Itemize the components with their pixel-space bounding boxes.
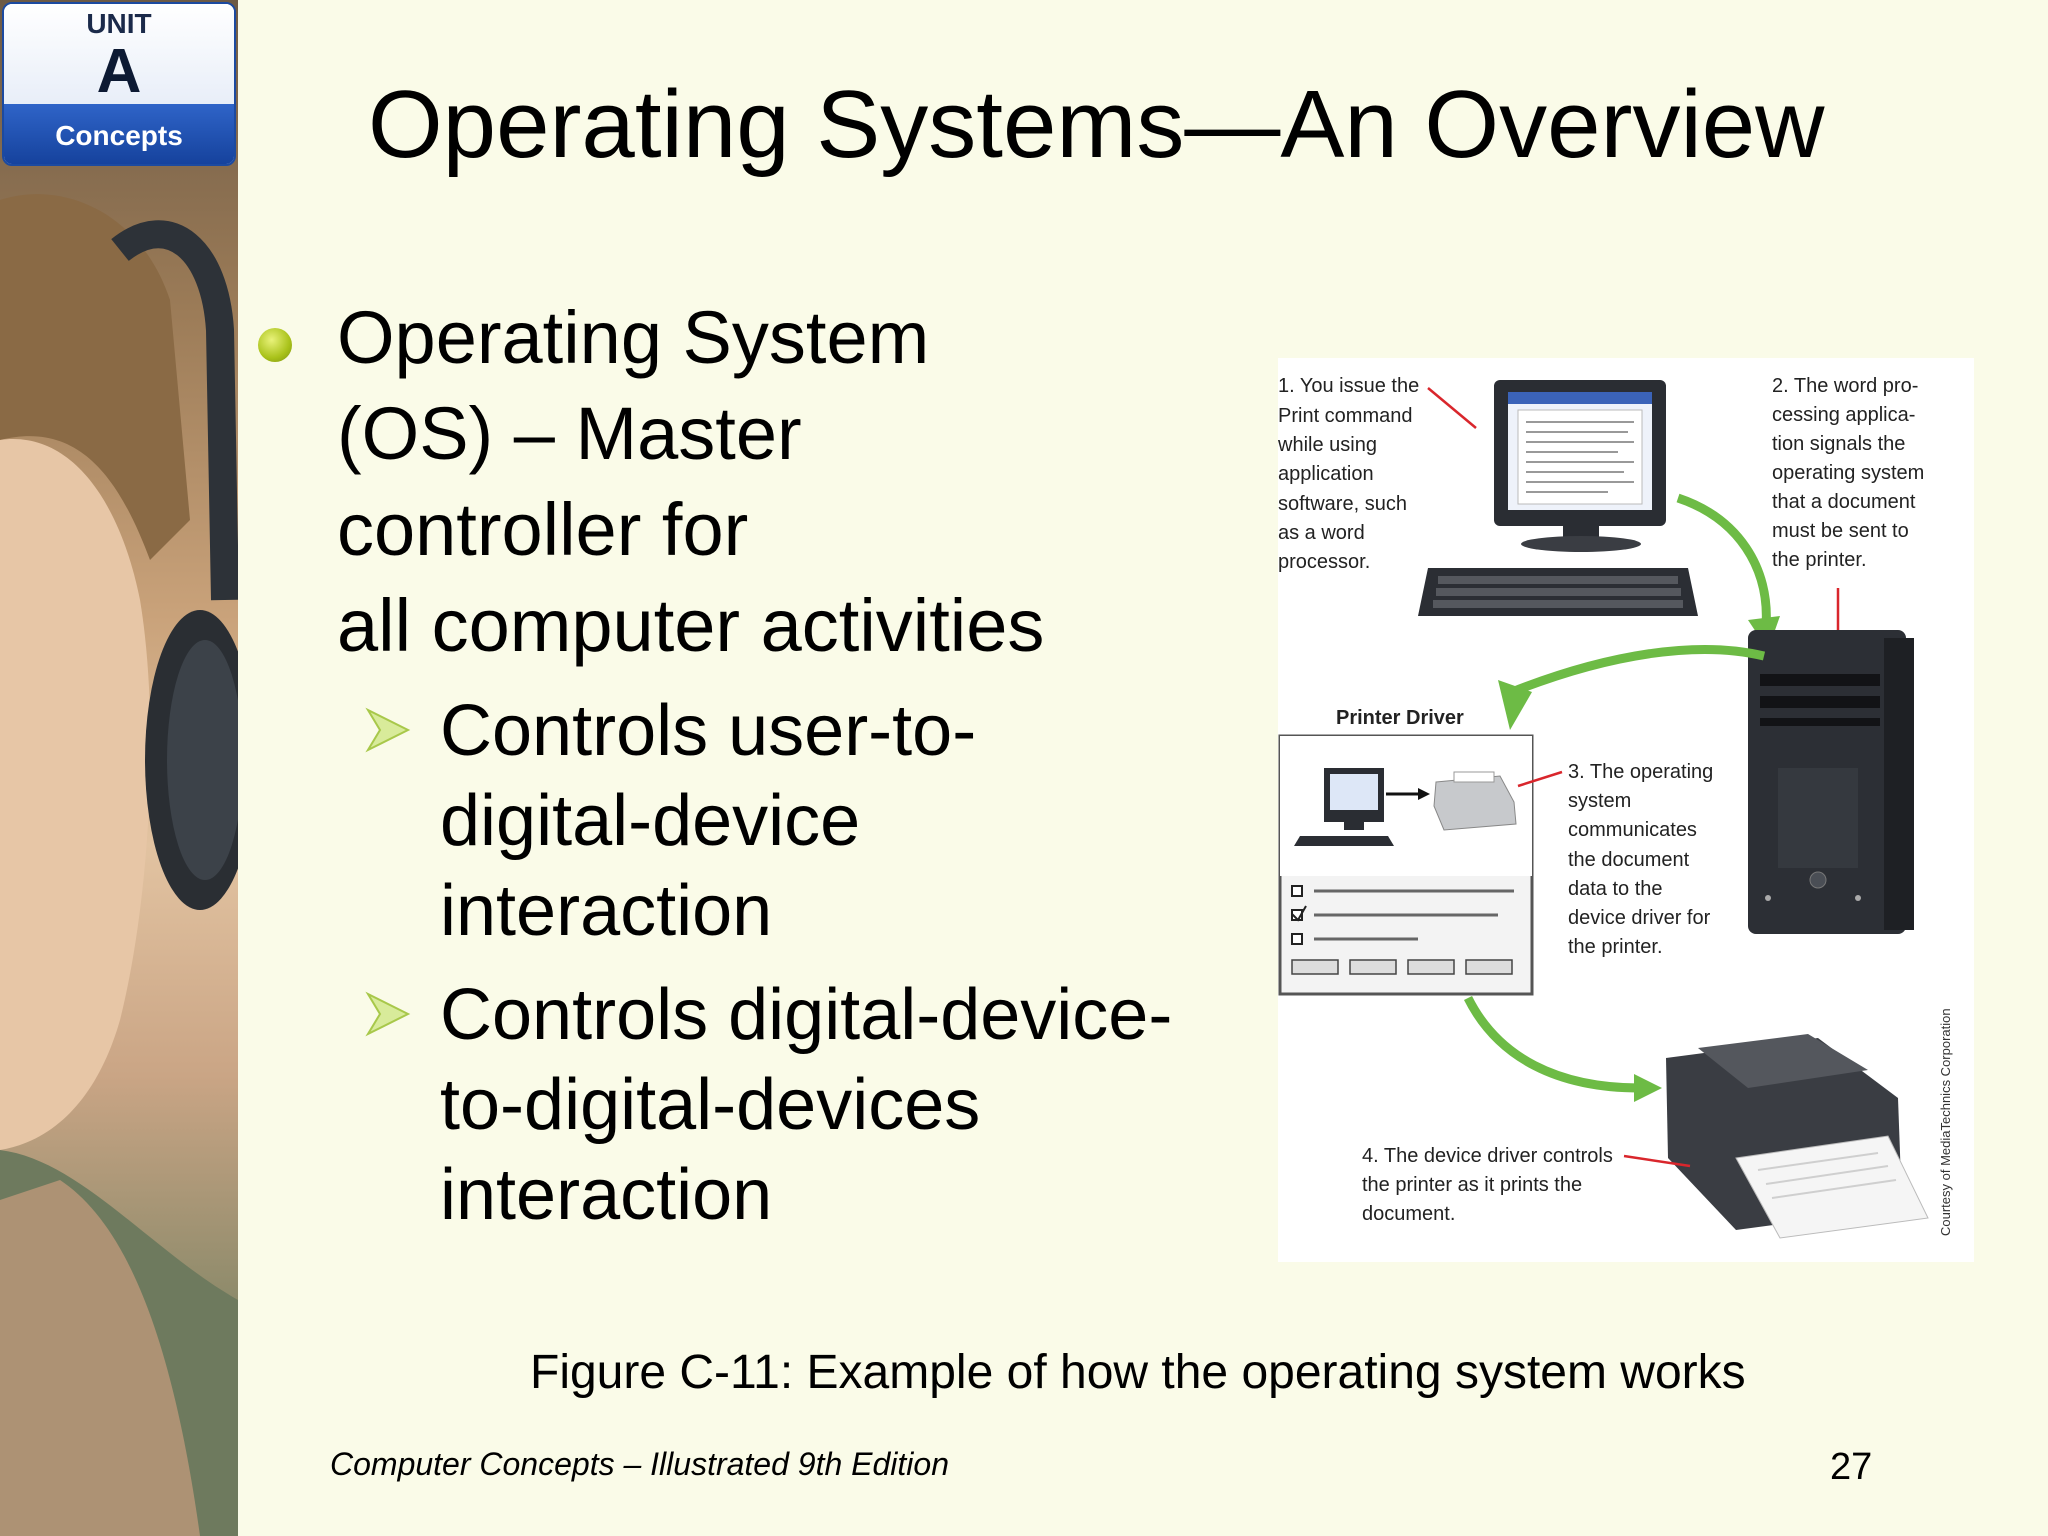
unit-letter: A (96, 37, 142, 106)
os-figure: 1. You issue the Print command while usi… (1277, 358, 1974, 1262)
pointer-line (1623, 1154, 1691, 1168)
printer-driver-window (1278, 734, 1534, 996)
sub-bullet-2: Controls digital-device- to-digital-devi… (440, 970, 1240, 1240)
flow-arrow-3 (1463, 995, 1641, 1093)
main-bullet-line: controller for (337, 488, 749, 571)
sub-bullet-line: interaction (440, 1155, 773, 1235)
system-unit-icon (1748, 630, 1914, 934)
printer-icon (1666, 1034, 1929, 1239)
svg-text:must be sent to: must be sent to (1772, 520, 1909, 542)
sub-bullet-line: interaction (440, 871, 773, 951)
step-1-text: 1. You issue the Print command while usi… (1277, 375, 1419, 573)
printer-driver-label: Printer Driver (1336, 707, 1464, 729)
pointer-line (1517, 770, 1563, 788)
svg-text:tion signals the: tion signals the (1772, 433, 1905, 455)
keyboard-icon (1418, 568, 1698, 616)
svg-text:4. The device driver controls: 4. The device driver controls (1362, 1145, 1613, 1167)
main-bullet-line: all computer activities (337, 584, 1045, 667)
figure-caption: Figure C-11: Example of how the operatin… (530, 1346, 1746, 1399)
unit-badge: UNIT A Concepts (2, 2, 236, 166)
svg-text:the printer as it prints the: the printer as it prints the (1362, 1174, 1582, 1196)
step-4-text: 4. The device driver controls the printe… (1362, 1145, 1613, 1225)
unit-word: UNIT (86, 8, 152, 39)
svg-text:communicates: communicates (1568, 819, 1697, 841)
photo-credit: Courtesy of MediaTechnics Corporation (1938, 1008, 1953, 1236)
footer-book-title: Computer Concepts – Illustrated 9th Edit… (330, 1446, 949, 1482)
main-bullet: Operating System (OS) – Master controlle… (337, 290, 1257, 674)
sub-bullet-line: Controls digital-device- (440, 975, 1173, 1055)
slide-title: Operating Systems—An Overview (368, 71, 1825, 178)
side-photo (0, 0, 238, 1536)
pointer-line (1427, 387, 1477, 429)
svg-text:that a document: that a document (1772, 491, 1916, 513)
bullet-dot-icon (258, 328, 292, 362)
svg-text:while using: while using (1278, 434, 1377, 456)
main-bullet-line: Operating System (337, 296, 930, 379)
svg-text:application: application (1278, 463, 1374, 485)
sub-bullet-1: Controls user-to- digital-device interac… (440, 686, 1240, 956)
step-2-text: 2. The word pro- cessing applica- tion s… (1772, 375, 1924, 571)
svg-text:device driver for: device driver for (1568, 907, 1711, 929)
sub-bullet-line: digital-device (440, 781, 861, 861)
svg-text:cessing applica-: cessing applica- (1772, 404, 1915, 426)
unit-section: Concepts (4, 104, 234, 164)
sub-bullet-line: to-digital-devices (440, 1065, 981, 1145)
svg-text:operating system: operating system (1772, 462, 1924, 484)
svg-text:2. The word pro-: 2. The word pro- (1772, 375, 1918, 397)
page-number: 27 (1830, 1446, 1873, 1488)
svg-text:3. The operating: 3. The operating (1568, 761, 1713, 783)
svg-text:system: system (1568, 790, 1631, 812)
step-3-text: 3. The operating system communicates the… (1568, 761, 1713, 958)
svg-text:1. You issue the: 1. You issue the (1278, 375, 1419, 397)
sub-bullet-line: Controls user-to- (440, 691, 977, 771)
flow-arrow-1 (1676, 493, 1771, 627)
svg-text:as a word: as a word (1278, 522, 1365, 544)
svg-text:document.: document. (1362, 1203, 1455, 1225)
main-bullet-line: (OS) – Master (337, 392, 802, 475)
monitor-icon (1494, 380, 1666, 552)
svg-text:processor.: processor. (1278, 551, 1370, 573)
svg-text:the printer.: the printer. (1568, 936, 1663, 958)
arrow-bullet-icon (365, 991, 411, 1037)
svg-text:software, such: software, such (1278, 493, 1407, 515)
svg-text:the document: the document (1568, 849, 1690, 871)
arrow-bullet-icon (365, 707, 411, 753)
svg-text:Print command: Print command (1278, 405, 1413, 427)
svg-text:data to the: data to the (1568, 878, 1663, 900)
svg-text:the printer.: the printer. (1772, 549, 1867, 571)
flow-arrow-2 (1510, 645, 1766, 697)
